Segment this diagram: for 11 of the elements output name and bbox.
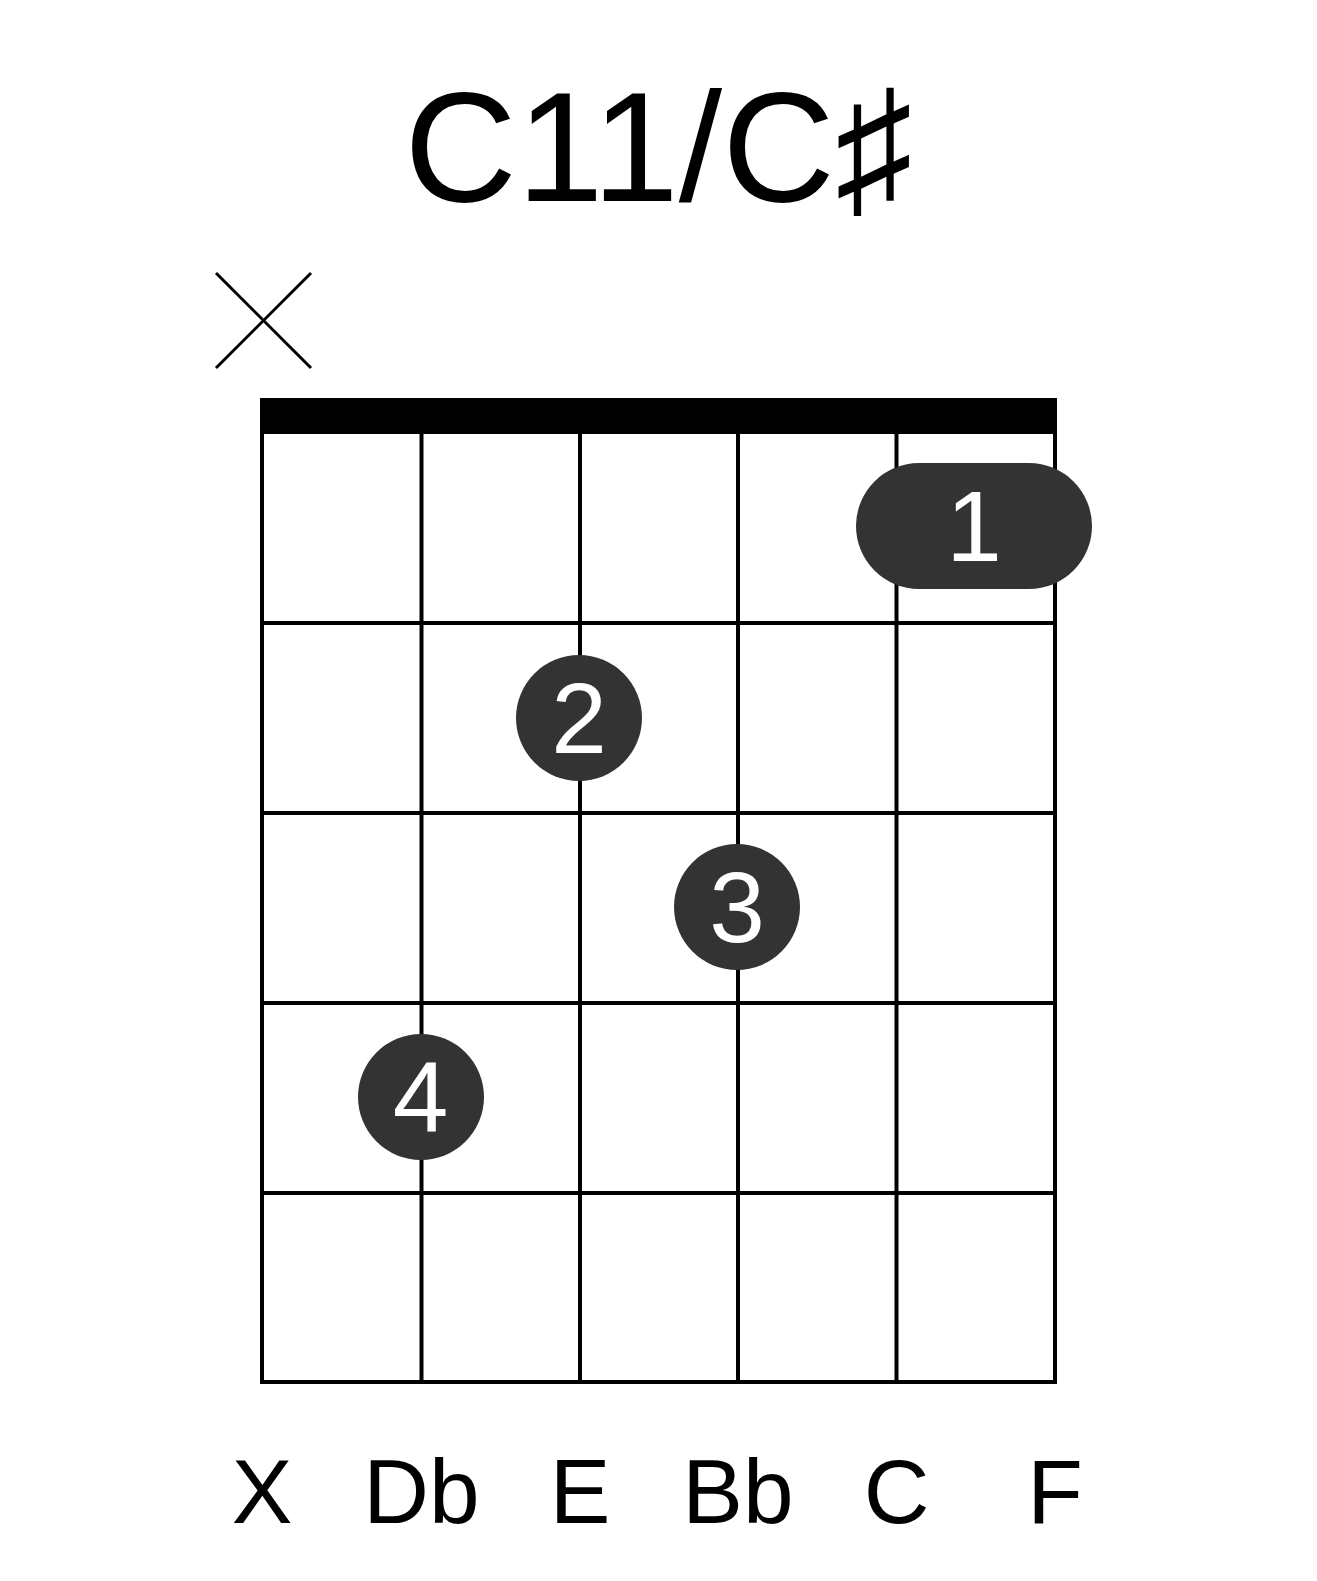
string-note-label: C xyxy=(863,1442,930,1542)
string-note-label: F xyxy=(1027,1442,1083,1542)
finger-dot: 4 xyxy=(357,1034,484,1160)
chord-title: C11/C♯ xyxy=(404,59,913,236)
string-note-label: Bb xyxy=(682,1442,794,1542)
finger-dot: 2 xyxy=(516,655,642,781)
finger-dot: 3 xyxy=(674,844,800,970)
barre-finger-pill: 1 xyxy=(856,463,1092,589)
string-note-label: E xyxy=(549,1442,611,1542)
string-note-label: X xyxy=(231,1442,293,1542)
string-note-label: Db xyxy=(363,1442,480,1542)
